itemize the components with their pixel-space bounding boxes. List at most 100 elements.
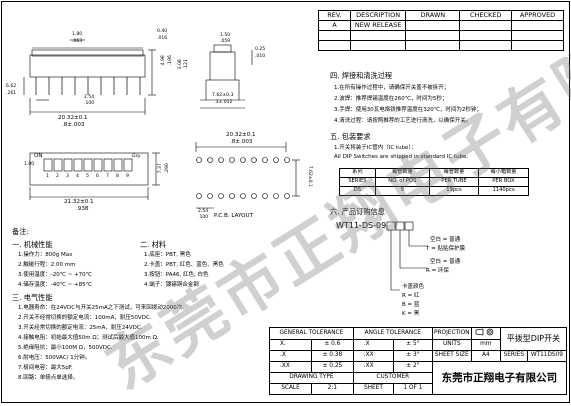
dim-21-32: 21.32±0.1 [64,199,94,205]
dim-2-54-inch: .100 [84,101,95,106]
dim-4-98: 4.98 [160,55,166,66]
pack-cell: 1140pcs [478,186,529,196]
section4-line: 1.在所有操作过程中，请确保开关盖不被拆开； [334,85,450,91]
customer-label: CUSTOMER [352,371,433,384]
section1-line: 3.使用温度：-20℃ ~ +70℃ [18,272,92,278]
packing-table: 系列 每管数量 每管数量 每小箱数量 SERIES NO. of POS PER… [339,168,529,196]
tol-value: ± 0.38 [311,349,354,362]
dip-brand-logo: Gsy [132,154,141,159]
units-label: UNITS [431,338,472,351]
approved-cell [511,40,564,51]
section2-line: 1.底座：PBT, 黑色 [144,252,191,258]
dim-pcb-20-32: 20.32±0.1 [226,132,256,138]
section1-line: 2.触碰行程：2.00 mm [18,262,76,268]
section4-title: 四. 焊接和清洗过程 [330,71,393,80]
pcb-holes-top [196,157,290,163]
ang-key: .XX [352,349,395,362]
dim-1-80-inch: .063 [72,39,83,44]
option1-line: T = 贴贴保护膜 [426,246,465,252]
section4-line: 4.清洗过程：请按照推荐的工艺进行清洗，以确保开关。 [334,118,472,124]
pcb-holes-bottom [196,193,290,199]
section4-line: 3.手焊：使用30瓦电烙铁推荐温度在320℃，时间为2秒钟； [334,107,482,113]
top-view-switches [43,158,133,172]
projection-symbol-icon [475,328,494,336]
series-label: SERIES [499,349,528,362]
section4-line: 2.波焊：推荐焊锡温度在260℃，时间为5秒； [334,96,448,102]
tol-key: .XX [268,360,313,373]
dim-0-25-inch: .010 [255,54,266,59]
section2-line: 3.按钮：PA46, 红色, 白色 [144,272,209,278]
section2-line: 2.卡盖：PBT, 红色、蓝色、黑色 [144,262,224,268]
dip-number: 4 [76,174,79,179]
section3-line: 3.开关经常切换的额定电流：25mA，耐压24VDC. [18,325,143,331]
title-block: GENERAL TOLERANCE ANGLE TOLERANCE PROJEC… [268,327,568,395]
drawn-cell [405,40,461,51]
dim-0-40: 0.40 [157,29,168,34]
section3-line: 5.绝缘阻抗：最小100M Ω，500VDC. [18,345,113,351]
dim-20-32-inch: .8±.003 [62,122,85,128]
dip-number: 6 [96,174,99,179]
section1-line: 4.储存温度：-40℃ ~ +85℃ [18,282,92,288]
dim-6-62: 6.62 [6,84,17,89]
dim-3-08-inch: .121 [183,59,189,70]
tol-key: X. [268,338,313,351]
dim-2-54: 2.54 [84,95,95,100]
ang-value: ± 3° [393,349,433,362]
description-cell [349,40,407,51]
section3-line: 8.回路：单极点单选择。 [18,375,79,381]
option2-line: 空白 = 普通 [430,259,461,265]
dip-number: 7 [106,174,109,179]
section5-line: 1.开关将装于IC管内（IC tube）： [334,145,417,151]
dim-3-08: 3.08 [177,59,183,70]
dip-number: 9 [126,174,129,179]
dim-pcb-20-32-inch: .8±.003 [230,139,253,145]
dim-1-80: 1.80 [72,32,83,37]
section3-line: 4.接触电阻：初始最大值50m Ω；测试后最大值100m Ω. [18,335,159,341]
top-view-body [29,152,149,186]
dip-number: 5 [86,174,89,179]
dim-1-00: 1.00 [24,162,35,167]
dip-number: 8 [116,174,119,179]
dim-7-62-inch: .3±.012 [214,100,233,105]
part-number: WT11-DS-09 [336,221,387,230]
pack-cell: 19pcs [428,186,480,196]
sheet-size-value: A4 [470,349,501,362]
revision-table: REV. DESCRIPTION DRAWN CHECKED APPROVED … [318,10,564,51]
end-view-body [209,51,236,81]
projection-symbol [470,327,501,340]
dip-number: 1 [46,174,49,179]
scale-value: 2:1 [311,382,354,395]
dim-7-37: 7.37 [157,163,163,174]
general-tolerance-label: GENERAL TOLERANCE [269,327,354,340]
pack-cell: 9 [374,186,430,196]
section1-line: 1.操作力：800g Max [18,252,73,258]
ang-value: ± 2° [393,360,433,373]
side-view-body [29,54,146,78]
section3-line: 1.电器寿命：在24VDC与开关25mA之下测试，可来回拨动2000次. [18,305,184,311]
option2-line: R = 环保 [426,268,449,274]
drawing-type-label: DRAWING TYPE [269,371,354,384]
option3-title: 卡盖颜色 [402,284,425,290]
scale-label: SCALE [268,382,313,395]
sheet-label: SHEET [352,382,395,395]
projection-label: PROJECTION [431,327,472,340]
option3-line: R = 红 [402,293,420,299]
tol-value: ± 0.25 [311,360,354,373]
section5-line-en: All DIP Switches are shipped in standard… [334,154,469,160]
company-name: 东莞市正翔电子有限公司 [431,360,568,395]
section5-title: 五. 包装要求 [330,132,371,141]
tol-key: .X [268,349,313,362]
option1-line: 空白 = 普通 [430,237,461,243]
section6-title: 六. 产品订购信息 [330,207,385,216]
section2-line: 4.端子：镀锡铜合金钢 [144,282,199,288]
option3-line: K = 黑 [402,311,420,317]
dim-pcb-2-54: 2.54 [198,209,209,214]
dim-pcb-2-54-inch: .100 [198,215,209,220]
sheet-size-label: SHEET SIZE [431,349,472,362]
product-name: 平拨型DIP开关 [499,327,568,351]
units-value: mm [470,338,501,351]
section3-line: 2.开关不经常切换的额定电流：100mA，耐压50VDC. [18,315,152,321]
dim-0-25: 0.25 [255,47,266,52]
dim-4-98-inch: .196 [167,55,173,66]
